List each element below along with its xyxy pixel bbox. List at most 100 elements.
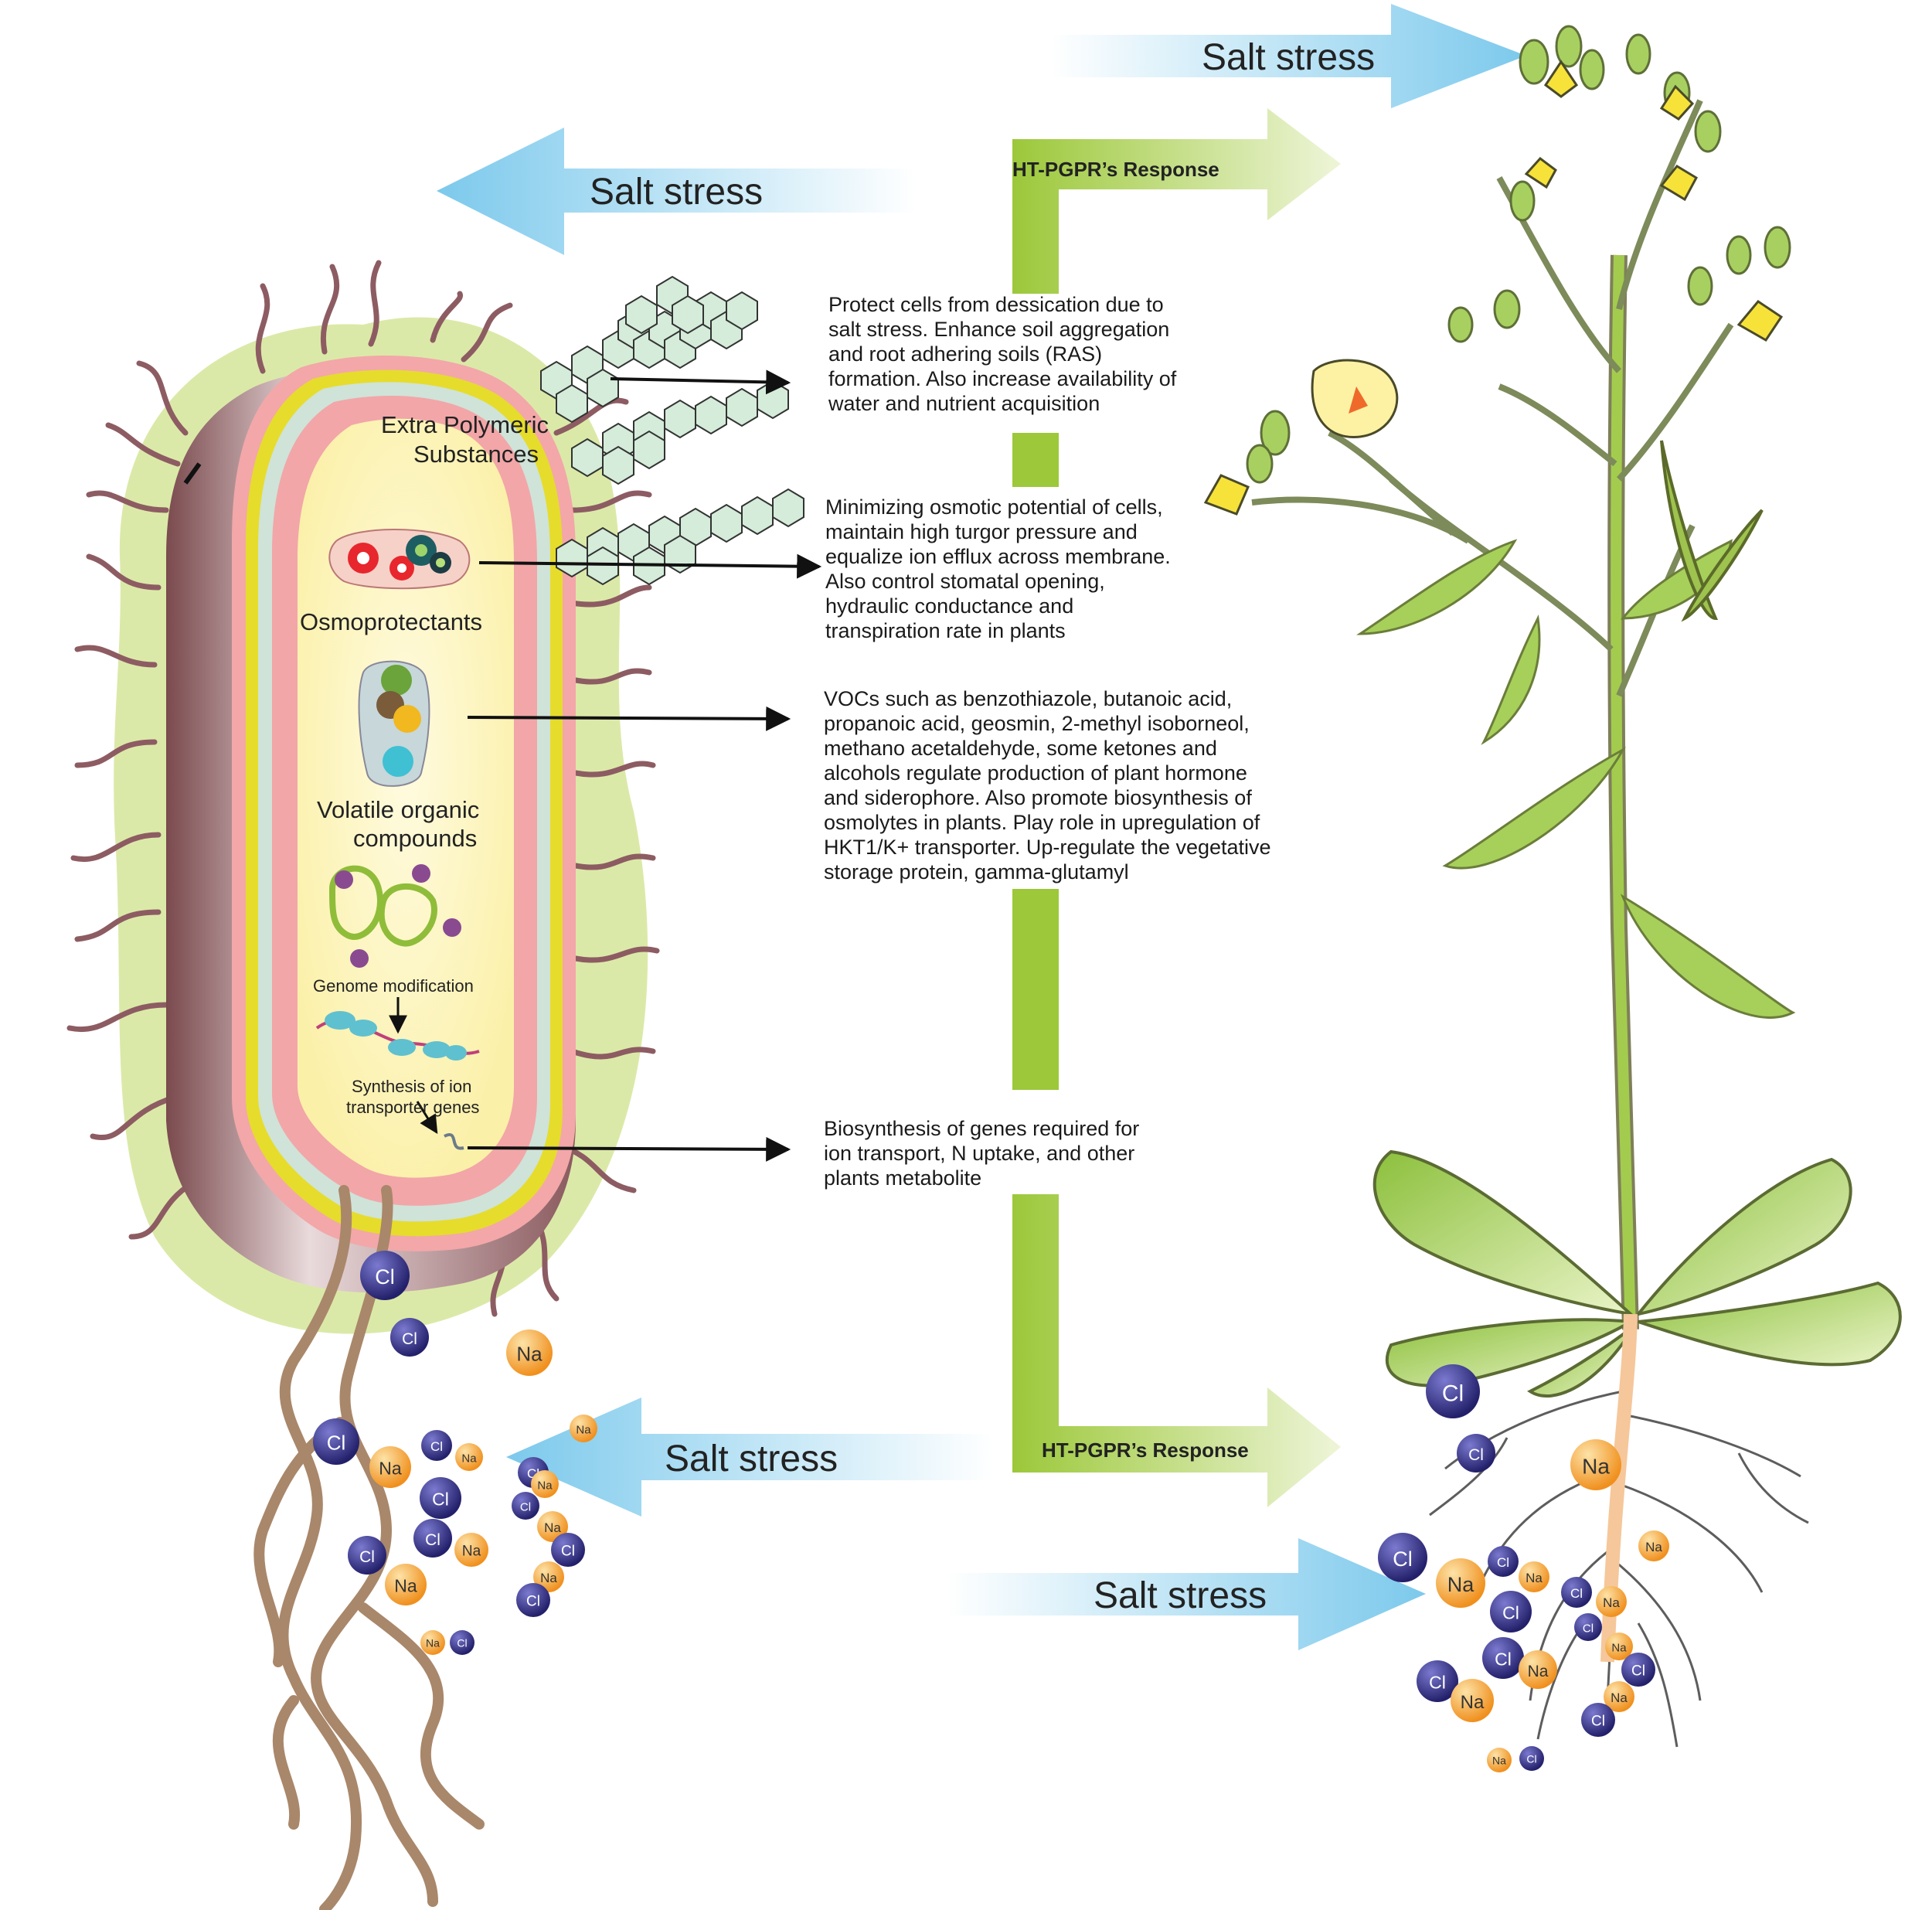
- sodium-ion: Na: [455, 1443, 483, 1471]
- osmoprotectant-cluster: [328, 529, 471, 590]
- label-osmoprotectants: Osmoprotectants: [300, 608, 482, 635]
- chloride-ion: Cl: [1561, 1577, 1592, 1608]
- sodium-label: Na: [462, 1544, 481, 1560]
- label-vocs-line2: compounds: [353, 825, 477, 852]
- chloride-label: Cl: [432, 1489, 449, 1509]
- chloride-label: Cl: [520, 1500, 531, 1513]
- chloride-label: Cl: [327, 1432, 346, 1455]
- label-vocs-line1: Volatile organic: [317, 796, 479, 823]
- transporter-gene-icon: [444, 1133, 464, 1150]
- chloride-ion: Cl: [450, 1630, 474, 1655]
- chloride-label: Cl: [1583, 1622, 1594, 1635]
- chloride-ion: Cl: [1621, 1653, 1655, 1687]
- chloride-label: Cl: [1429, 1672, 1446, 1692]
- sodium-ion: Na: [420, 1630, 445, 1655]
- label-synthesis-line2: transporter genes: [346, 1098, 479, 1117]
- eps-hexagon-chains: [540, 275, 804, 586]
- chloride-label: Cl: [375, 1265, 395, 1289]
- chloride-label: Cl: [1631, 1663, 1645, 1680]
- chloride-ion: Cl: [1457, 1434, 1495, 1473]
- salt-stress-arrow-top-left: Salt stress: [437, 128, 916, 255]
- chloride-ion: Cl: [413, 1519, 452, 1558]
- plant: [1203, 25, 1902, 1748]
- description-eps: Protect cells from dessication due to sa…: [828, 293, 1177, 415]
- sodium-ion: Na: [454, 1533, 488, 1567]
- chloride-ion: Cl: [1426, 1364, 1480, 1418]
- label-eps-line2: Substances: [413, 441, 539, 468]
- sodium-label: Na: [1447, 1573, 1475, 1596]
- sodium-ion: Na: [1604, 1681, 1634, 1712]
- sodium-ion: Na: [1519, 1561, 1549, 1592]
- sodium-ion: Na: [1638, 1530, 1669, 1561]
- sodium-label: Na: [426, 1637, 440, 1650]
- chloride-ion: Cl: [1581, 1703, 1615, 1737]
- chloride-label: Cl: [561, 1544, 575, 1560]
- description-vocs: VOCs such as benzothiazole, butanoic aci…: [824, 687, 1271, 884]
- salt-stress-arrow-bottom-right: Salt stress: [947, 1538, 1426, 1650]
- sodium-label: Na: [1645, 1540, 1662, 1554]
- sodium-label: Na: [544, 1520, 561, 1535]
- flowers: [1203, 60, 1784, 516]
- sodium-ion: Na: [1436, 1558, 1485, 1608]
- description-osmoprotectants: Minimizing osmotic potential of cells, m…: [825, 495, 1171, 642]
- sodium-label: Na: [1526, 1571, 1543, 1585]
- chloride-label: Cl: [526, 1594, 540, 1610]
- chloride-ion: Cl: [1519, 1746, 1544, 1771]
- sodium-ion: Na: [531, 1470, 559, 1498]
- sodium-ion: Na: [1596, 1586, 1627, 1617]
- chloride-label: Cl: [1468, 1446, 1484, 1464]
- cytoplasm: [298, 418, 514, 1178]
- chloride-label: Cl: [1570, 1586, 1583, 1601]
- salt-stress-arrow-top-right: Salt stress: [1051, 4, 1526, 108]
- sodium-ion: Na: [369, 1446, 411, 1488]
- chloride-label: Cl: [402, 1330, 417, 1348]
- chloride-ion: Cl: [421, 1430, 452, 1461]
- chloride-ion: Cl: [360, 1251, 410, 1300]
- sodium-label: Na: [1461, 1692, 1485, 1713]
- chloride-ion: Cl: [1378, 1533, 1427, 1582]
- chloride-ion: Cl: [516, 1583, 550, 1617]
- genome-dna: [328, 864, 461, 968]
- sodium-ion: Na: [506, 1330, 553, 1376]
- sodium-ion: Na: [385, 1564, 427, 1605]
- rosette-leaves: [1372, 1149, 1902, 1398]
- response-label-top: HT-PGPR’s Response: [1012, 158, 1219, 181]
- ions: ClClNaClNaClNaClClNaClNaClNaClNaClNaClNa…: [313, 1251, 1669, 1772]
- voc-cluster: [358, 660, 430, 787]
- sodium-label: Na: [379, 1458, 402, 1478]
- chloride-ion: Cl: [420, 1477, 461, 1519]
- pili: [66, 260, 660, 1317]
- label-genome: Genome modification: [313, 976, 474, 996]
- sodium-ion: Na: [1605, 1633, 1633, 1660]
- sodium-label: Na: [1492, 1755, 1506, 1767]
- chloride-ion: Cl: [1488, 1546, 1519, 1577]
- sodium-label: Na: [461, 1452, 477, 1465]
- sodium-label: Na: [516, 1343, 543, 1366]
- sodium-label: Na: [394, 1575, 417, 1595]
- chloride-ion: Cl: [1490, 1591, 1532, 1633]
- chloride-ion: Cl: [551, 1533, 585, 1567]
- chloride-label: Cl: [1502, 1602, 1519, 1622]
- sodium-ion: Na: [1487, 1748, 1512, 1772]
- sodium-ion: Na: [570, 1415, 597, 1442]
- chloride-label: Cl: [1393, 1547, 1413, 1571]
- dna-helix: [315, 1011, 480, 1061]
- sodium-label: Na: [1611, 1690, 1628, 1705]
- chloride-ion: Cl: [1417, 1660, 1458, 1702]
- chloride-label: Cl: [425, 1531, 440, 1549]
- chloride-label: Cl: [1442, 1381, 1464, 1406]
- chloride-ion: Cl: [512, 1492, 539, 1520]
- chloride-label: Cl: [430, 1439, 443, 1454]
- sodium-label: Na: [1611, 1641, 1627, 1654]
- chloride-ion: Cl: [1482, 1637, 1524, 1679]
- chloride-label: Cl: [359, 1548, 375, 1566]
- pointer-arrows: [467, 369, 822, 1162]
- sodium-label: Na: [1603, 1595, 1620, 1610]
- chloride-label: Cl: [1497, 1555, 1509, 1570]
- label-synthesis-line1: Synthesis of ion: [352, 1077, 471, 1096]
- salt-stress-label: Salt stress: [665, 1438, 838, 1479]
- chloride-ion: Cl: [390, 1318, 429, 1357]
- sodium-ion: Na: [533, 1561, 564, 1592]
- chloride-label: Cl: [1495, 1649, 1512, 1669]
- sodium-ion: Na: [1519, 1650, 1557, 1689]
